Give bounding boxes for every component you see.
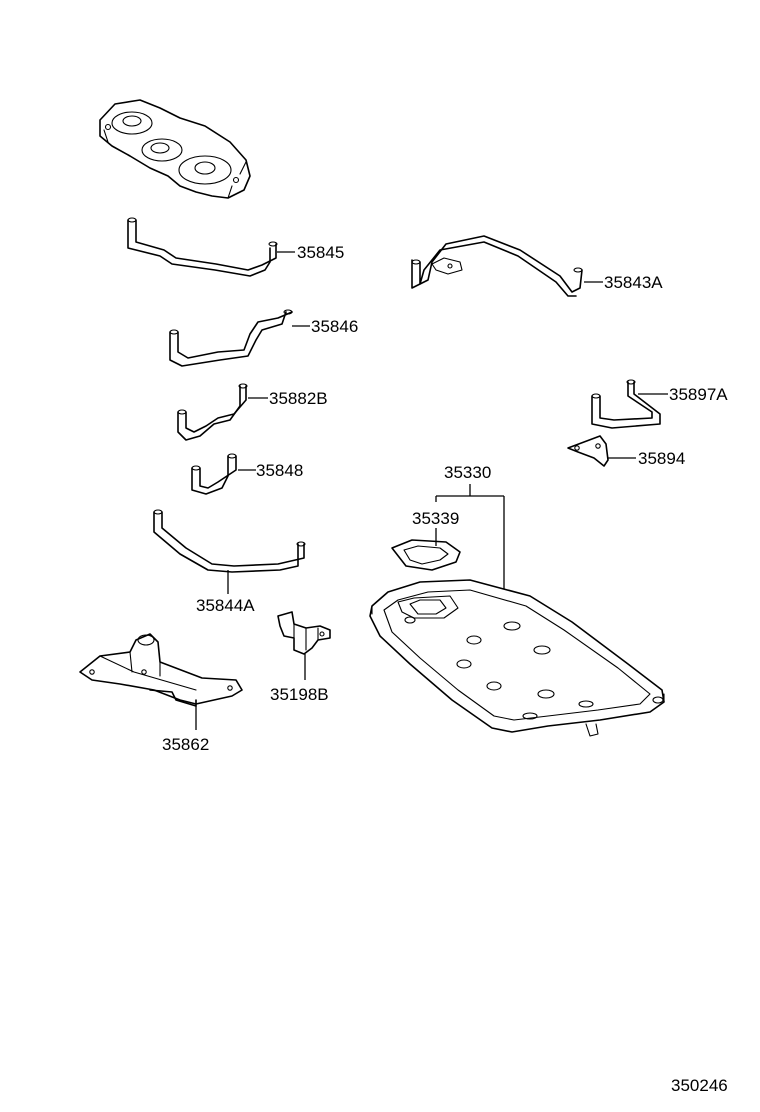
pipe-35897A [591, 379, 661, 429]
label-35862: 35862 [162, 735, 209, 754]
valve-body-assembly [99, 99, 251, 199]
strainer-assembly [369, 579, 665, 737]
label-35848: 35848 [256, 461, 303, 480]
label-35843A: 35843A [604, 273, 663, 292]
label-35339: 35339 [412, 509, 459, 528]
bracket-35894 [567, 435, 609, 467]
label-35846: 35846 [311, 317, 358, 336]
pipe-35882B [177, 383, 248, 441]
pipe-35848 [191, 453, 237, 495]
label-35897A: 35897A [669, 385, 728, 404]
label-35844A: 35844A [196, 596, 255, 615]
pipe-35845 [127, 217, 278, 277]
label-35330: 35330 [444, 463, 491, 482]
leader-35330 [435, 484, 505, 594]
clip-35198B [277, 611, 331, 655]
label-35198B: 35198B [270, 685, 329, 704]
pipe-35846 [169, 309, 293, 367]
gasket-35339 [391, 539, 461, 571]
label-35882B: 35882B [269, 389, 328, 408]
label-35894: 35894 [638, 449, 685, 468]
label-35845: 35845 [297, 243, 344, 262]
figure-id: 350246 [671, 1076, 728, 1095]
pipe-35844A [153, 509, 306, 573]
pipe-35843A [411, 235, 583, 297]
bracket-35862 [79, 633, 243, 707]
